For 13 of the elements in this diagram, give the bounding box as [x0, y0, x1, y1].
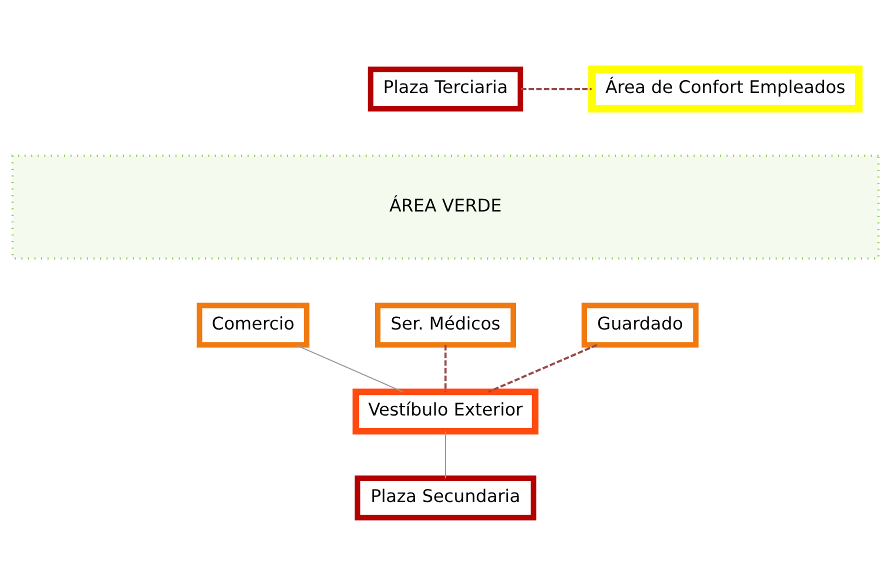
node-box: Plaza Secundaria	[354, 475, 536, 520]
node-box: Guardado	[582, 302, 699, 348]
connector	[488, 343, 598, 392]
connector	[296, 344, 404, 392]
node-box: Área de Confort Empleados	[588, 65, 863, 112]
node-box: Plaza Terciaria	[368, 66, 524, 111]
connector	[444, 430, 446, 478]
node-box: Comercio	[196, 302, 310, 348]
node-box: Vestíbulo Exterior	[352, 388, 538, 434]
connector	[520, 87, 592, 90]
connector	[444, 344, 447, 392]
node-box: Ser. Médicos	[374, 302, 516, 348]
node-box: ÁREA VERDE	[11, 154, 880, 260]
